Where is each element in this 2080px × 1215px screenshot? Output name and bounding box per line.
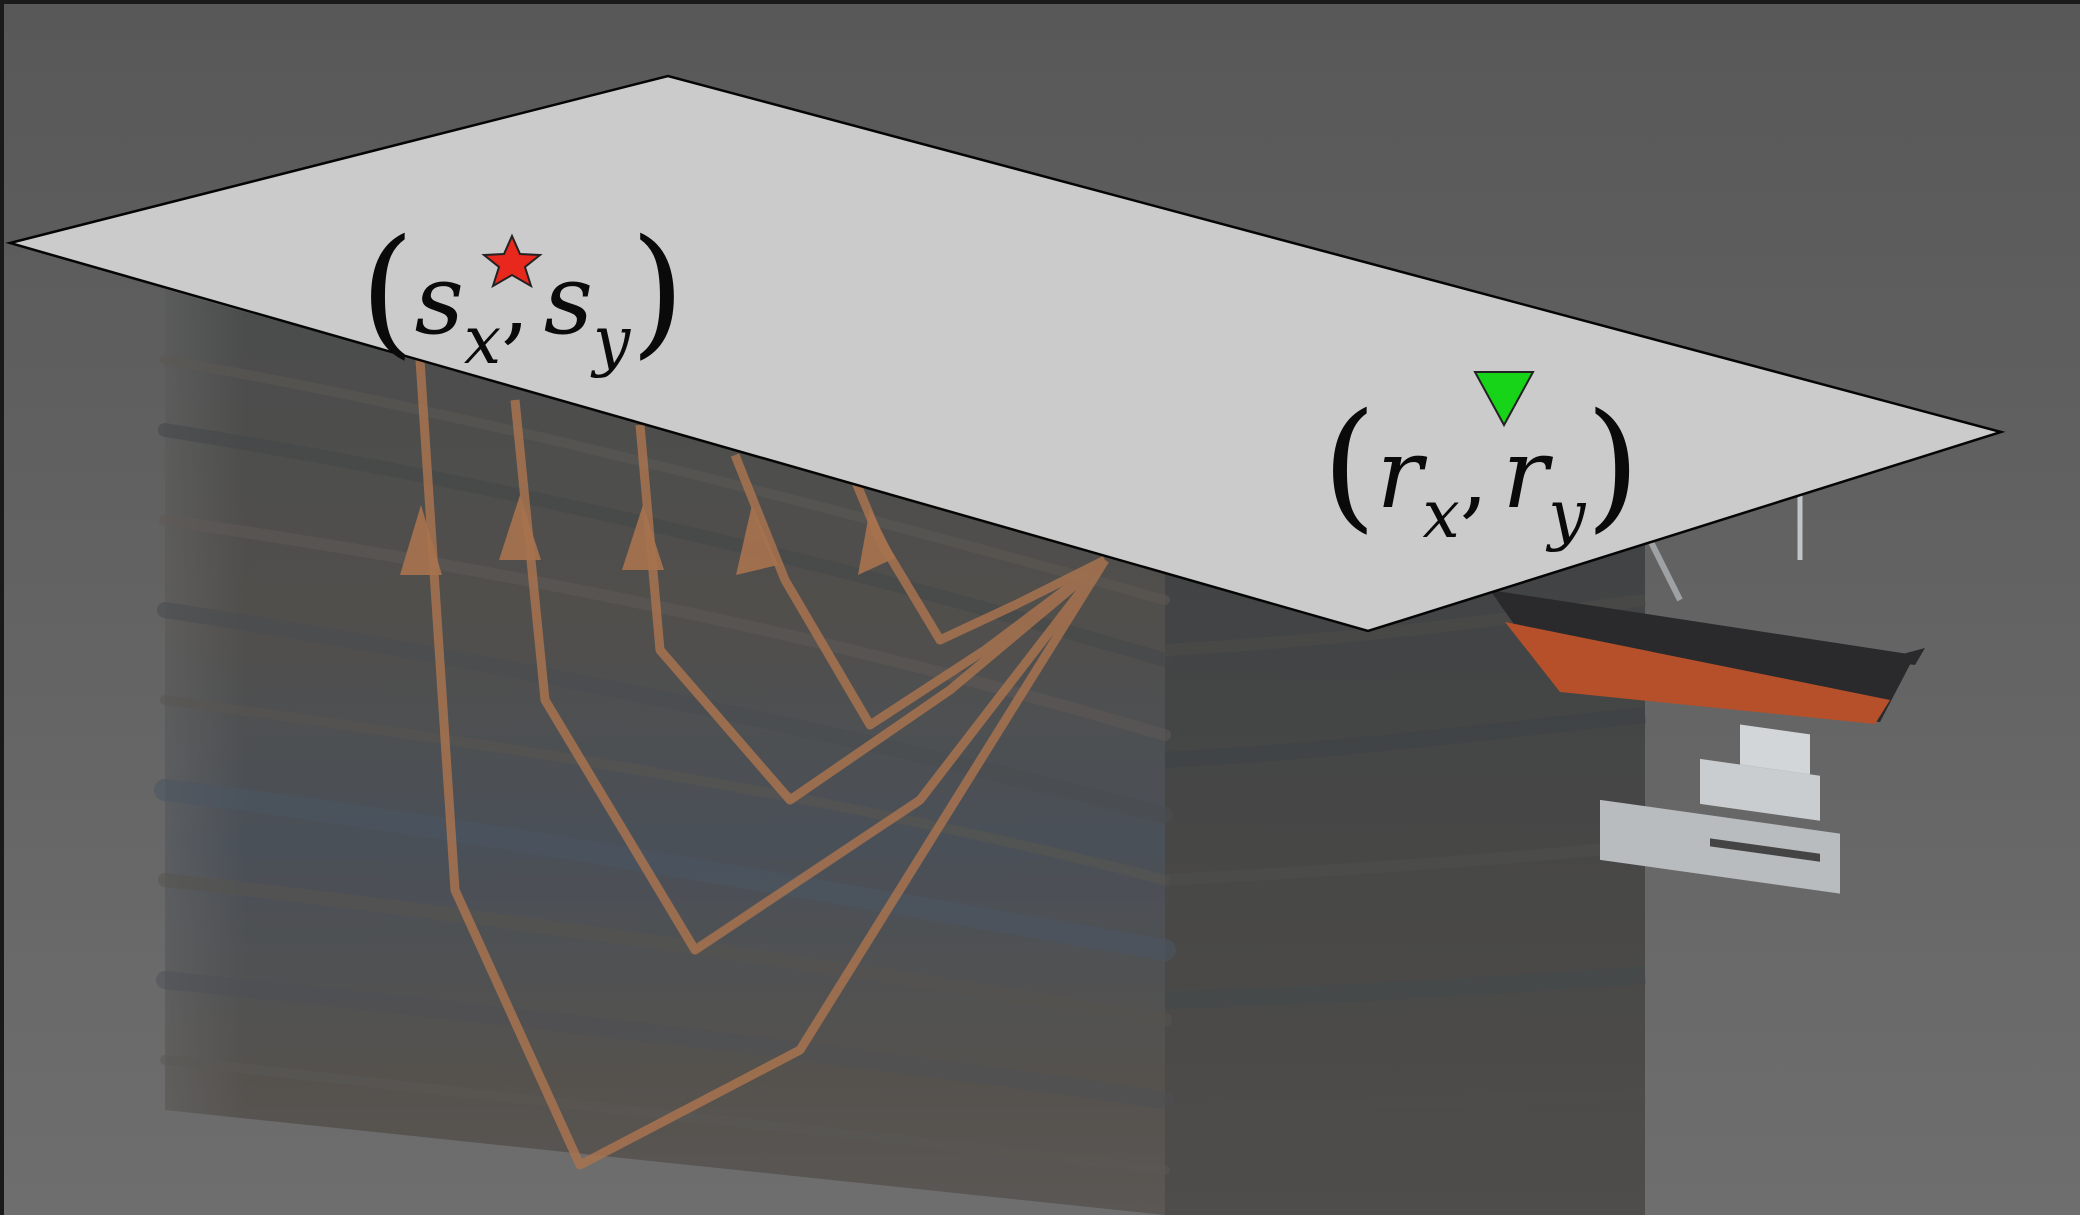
receiver-coordinate-label: (rx,ry)	[1322, 396, 1640, 548]
sediment-layers	[154, 355, 1176, 1175]
side-layers	[1164, 594, 1646, 1116]
ship-bridge	[1740, 724, 1810, 775]
ship-keel	[1505, 622, 1890, 724]
source-s-x-symbol: s	[414, 244, 464, 356]
source-x-subscript: x	[463, 302, 502, 379]
ray-arrowhead-4	[736, 505, 778, 575]
ray-arrowhead-2	[499, 495, 541, 560]
source-open-paren: (	[360, 210, 415, 373]
receiver-x-subscript: x	[1422, 476, 1460, 553]
ship-windows	[1710, 838, 1820, 862]
top-border	[0, 0, 2080, 4]
source-comma: ,	[501, 250, 530, 355]
acquisition-surface-plane	[5, 74, 2006, 633]
receiver-open-paren: (	[1322, 384, 1377, 547]
source-y-subscript: y	[593, 302, 631, 379]
ray-path-2	[510, 399, 1109, 955]
ray-arrowhead-3	[622, 505, 664, 570]
inverted-triangle-icon	[1473, 371, 1535, 428]
star-icon	[481, 233, 543, 289]
ray-arrowhead-1	[400, 505, 442, 575]
ship-bow	[1880, 648, 1925, 665]
earth-block-side-face	[1165, 480, 1645, 1215]
source-close-paren: )	[630, 210, 685, 373]
ray-path-3	[635, 424, 1108, 805]
ray-path-1	[415, 359, 1109, 1170]
receiver-r-x-symbol: r	[1376, 418, 1423, 530]
ray-path-4	[730, 453, 1108, 730]
receiver-close-paren: )	[1585, 384, 1641, 547]
receiver-y-subscript: y	[1548, 476, 1586, 553]
ship-deckhouse-upper	[1700, 758, 1820, 821]
seismic-ray-paths	[415, 359, 1109, 1170]
left-border	[0, 0, 4, 1215]
ray-arrowheads	[400, 495, 895, 575]
receiver-r-y-symbol: r	[1502, 418, 1549, 530]
survey-ship	[1490, 440, 1925, 894]
ray-arrowhead-5	[858, 508, 895, 575]
source-s-y-symbol: s	[543, 244, 593, 356]
receiver-comma: ,	[1459, 424, 1489, 529]
source-coordinate-label: (sx,sy)	[360, 222, 685, 374]
